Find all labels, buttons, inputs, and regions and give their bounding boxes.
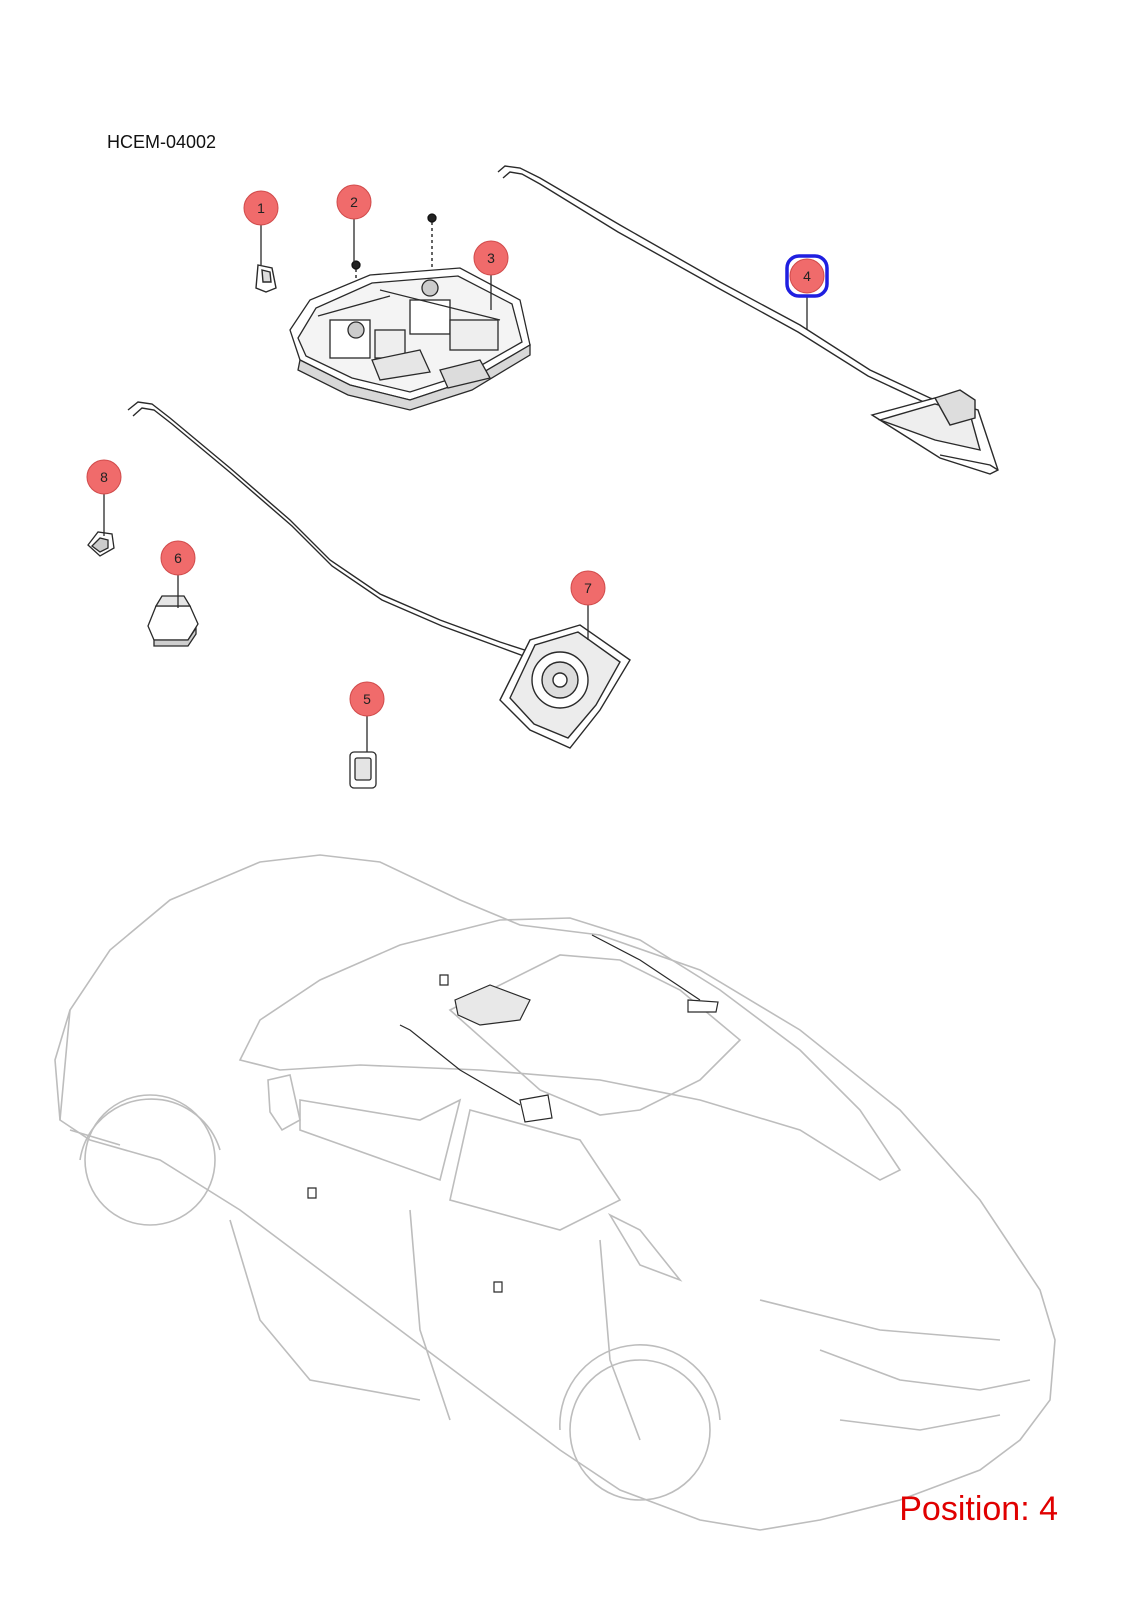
car-outline	[54, 854, 1056, 1531]
car-installed-parts	[307, 934, 719, 1293]
callout-6-label: 6	[174, 550, 182, 566]
part-7-cable-lamp	[127, 401, 631, 749]
callout-1-label: 1	[257, 200, 265, 216]
part-3-overhead-console	[289, 267, 531, 411]
callout-2[interactable]: 2	[336, 184, 372, 220]
callout-2-label: 2	[350, 194, 358, 210]
position-indicator: Position: 4	[899, 1490, 1058, 1528]
callout-8[interactable]: 8	[86, 459, 122, 495]
selection-highlight	[785, 254, 829, 298]
diagram-code: HCEM-04002	[107, 132, 217, 152]
callout-7[interactable]: 7	[570, 570, 606, 606]
callout-7-label: 7	[584, 580, 592, 596]
part-6-switch	[147, 595, 199, 647]
callout-6[interactable]: 6	[160, 540, 196, 576]
callout-leaders	[103, 219, 808, 752]
part-8-connector	[87, 531, 115, 557]
callout-5[interactable]: 5	[349, 681, 385, 717]
part-4-cable-sensor	[497, 165, 999, 475]
part-5-lamp	[349, 751, 377, 789]
callout-4-label: 4	[803, 268, 811, 284]
callout-8-label: 8	[100, 469, 108, 485]
callout-5-label: 5	[363, 691, 371, 707]
callout-1[interactable]: 1	[243, 190, 279, 226]
part-1-clip	[255, 264, 277, 293]
callout-3[interactable]: 3	[473, 240, 509, 276]
callout-4-selected[interactable]: 4	[785, 254, 829, 298]
callout-3-label: 3	[487, 250, 495, 266]
